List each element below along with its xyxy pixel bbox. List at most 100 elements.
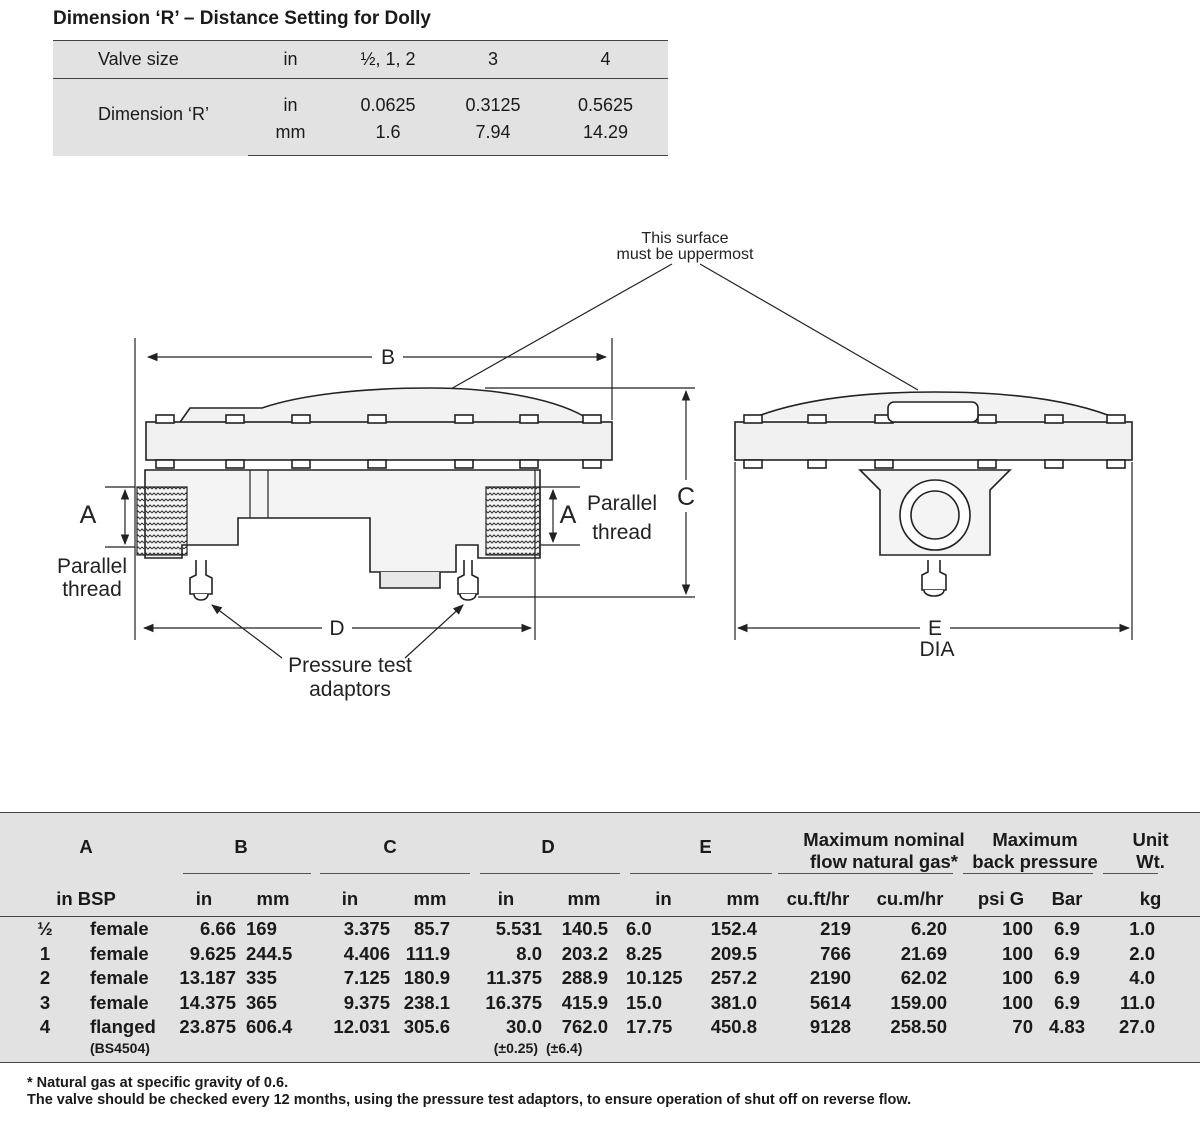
dolly-value: 0.5625 xyxy=(543,78,668,119)
unit-e-mm: mm xyxy=(701,881,785,917)
unit-back-psi: psi G xyxy=(969,881,1033,917)
cell-psi: 100 xyxy=(969,966,1033,991)
cell-flow-cf: 2190 xyxy=(785,966,851,991)
cell-psi: 100 xyxy=(969,990,1033,1015)
cell-flow-cf: 5614 xyxy=(785,990,851,1015)
cell-type: female xyxy=(90,990,172,1015)
cell-flow-cm: 258.50 xyxy=(851,1015,969,1040)
unit-flow-cm: cu.m/hr xyxy=(851,881,969,917)
cell-size: 1 xyxy=(0,941,90,966)
parallel-thread-right-1: Parallel xyxy=(587,492,657,515)
cell-wt: 4.0 xyxy=(1101,966,1200,991)
dolly-value: 7.94 xyxy=(443,119,543,156)
cell-psi: 100 xyxy=(969,916,1033,942)
col-a-header: A xyxy=(0,812,172,881)
cell-wt: 2.0 xyxy=(1101,941,1200,966)
cell-e-in: 17.75 xyxy=(626,1015,701,1040)
cell-bar: 6.9 xyxy=(1033,990,1101,1015)
cell-bar: 6.9 xyxy=(1033,916,1101,942)
cell-type: flanged xyxy=(90,1015,172,1040)
dim-d-label: D xyxy=(329,617,344,640)
cell-b-in: 23.875 xyxy=(172,1015,236,1040)
cell-b-in: 9.625 xyxy=(172,941,236,966)
cell-d-mm: 140.5 xyxy=(542,916,626,942)
side-view: B A Paral xyxy=(57,338,695,701)
dolly-value: 14.29 xyxy=(543,119,668,156)
cell-bar: 4.83 xyxy=(1033,1015,1101,1040)
unit-wt: kg xyxy=(1101,881,1200,917)
header-row-1: A B C D E Maximum nominal flow natural g… xyxy=(0,812,1200,881)
footnote-line1: * Natural gas at specific gravity of 0.6… xyxy=(27,1075,289,1091)
surface-leader-right xyxy=(699,263,919,391)
pressure-test-label-2: adaptors xyxy=(309,678,391,701)
cell-c-mm: 111.9 xyxy=(390,941,470,966)
table-row: 4 flanged 23.875 606.4 12.031 305.6 30.0… xyxy=(0,1015,1200,1040)
col-back-header: Maximum back pressure xyxy=(969,812,1101,881)
group-rule-d xyxy=(480,873,620,874)
parallel-thread-left-2: thread xyxy=(62,578,122,601)
cell-d-mm: 762.0 xyxy=(542,1015,626,1040)
col-e-header: E xyxy=(626,812,785,881)
wt-header-line2: Wt. xyxy=(1136,851,1165,872)
unit-flow-cf: cu.ft/hr xyxy=(785,881,851,917)
dim-c-label: C xyxy=(677,483,695,511)
cell-bar: 6.9 xyxy=(1033,966,1101,991)
parallel-thread-left-1: Parallel xyxy=(57,555,127,578)
cell-flow-cm: 21.69 xyxy=(851,941,969,966)
cell-flow-cm: 6.20 xyxy=(851,916,969,942)
cell-psi: 70 xyxy=(969,1015,1033,1040)
cell-e-mm: 257.2 xyxy=(701,966,785,991)
surface-note-line1: This surface xyxy=(641,230,728,247)
cell-c-mm: 85.7 xyxy=(390,916,470,942)
header-row-units: in BSP in mm in mm in mm in mm cu.ft/hr … xyxy=(0,881,1200,917)
cell-flow-cf: 219 xyxy=(785,916,851,942)
dolly-unit-mm: mm xyxy=(248,119,333,156)
group-rule-wt xyxy=(1103,873,1158,874)
dolly-row-mm: mm 1.6 7.94 14.29 xyxy=(53,119,668,156)
unit-b-mm: mm xyxy=(236,881,310,917)
cell-type: female xyxy=(90,941,172,966)
dolly-value: 0.0625 xyxy=(333,78,443,119)
cell-flow-cf: 9128 xyxy=(785,1015,851,1040)
dimension-r-label: Dimension ‘R’ xyxy=(53,78,248,156)
unit-c-in: in xyxy=(310,881,390,917)
dim-a-right-label: A xyxy=(560,501,577,529)
cell-b-in: 6.66 xyxy=(172,916,236,942)
group-rule-b xyxy=(183,873,311,874)
table-row: 1 female 9.625 244.5 4.406 111.9 8.0 203… xyxy=(0,941,1200,966)
cell-c-in: 4.406 xyxy=(310,941,390,966)
dolly-header-unit: in xyxy=(248,40,333,79)
cell-wt: 11.0 xyxy=(1101,990,1200,1015)
dolly-unit-in: in xyxy=(248,78,333,119)
cell-d-in: 8.0 xyxy=(470,941,542,966)
cell-type: female xyxy=(90,916,172,942)
table-row: ½ female 6.66 169 3.375 85.7 5.531 140.5… xyxy=(0,916,1200,942)
cell-type: female xyxy=(90,966,172,991)
cell-bar: 6.9 xyxy=(1033,941,1101,966)
cell-d-in: 5.531 xyxy=(470,916,542,942)
dim-b-label: B xyxy=(381,346,395,369)
unit-d-in: in xyxy=(470,881,542,917)
cell-b-mm: 335 xyxy=(236,966,310,991)
cell-c-in: 9.375 xyxy=(310,990,390,1015)
cell-b-mm: 169 xyxy=(236,916,310,942)
group-rule-back xyxy=(963,873,1093,874)
cell-size: 4 xyxy=(0,1015,90,1040)
cell-flow-cm: 159.00 xyxy=(851,990,969,1015)
back-header-line1: Maximum xyxy=(992,829,1078,850)
dolly-title: Dimension ‘R’ – Distance Setting for Dol… xyxy=(53,8,431,29)
cell-e-mm: 450.8 xyxy=(701,1015,785,1040)
cell-size: ½ xyxy=(0,916,90,942)
cell-b-mm: 365 xyxy=(236,990,310,1015)
cell-b-in: 14.375 xyxy=(172,990,236,1015)
cell-c-in: 3.375 xyxy=(310,916,390,942)
group-rule-e xyxy=(630,873,772,874)
unit-a: in BSP xyxy=(0,881,172,917)
cell-d-in: 16.375 xyxy=(470,990,542,1015)
cell-d-mm: 288.9 xyxy=(542,966,626,991)
dim-e-label: E xyxy=(928,617,942,640)
cell-e-in: 6.0 xyxy=(626,916,701,942)
table-row: 2 female 13.187 335 7.125 180.9 11.375 2… xyxy=(0,966,1200,991)
unit-back-bar: Bar xyxy=(1033,881,1101,917)
cell-d-mm: 415.9 xyxy=(542,990,626,1015)
